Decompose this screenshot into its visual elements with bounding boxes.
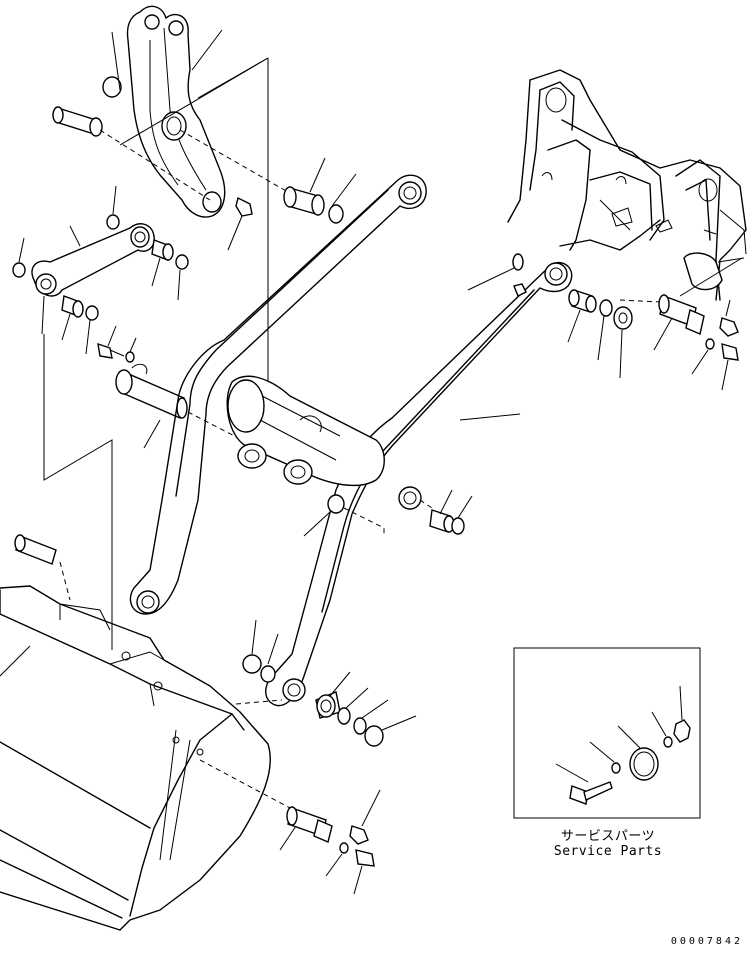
washer [663, 736, 673, 748]
boom-right-arm [265, 261, 573, 707]
plug [364, 725, 384, 747]
pin [658, 294, 705, 335]
bolt [353, 849, 375, 895]
o-ring [102, 76, 122, 98]
link [31, 223, 155, 297]
boom-cross-tube [226, 375, 385, 487]
plug [242, 654, 262, 674]
grease-fitting [719, 299, 739, 337]
grease-fitting [349, 789, 381, 845]
bucket [0, 585, 271, 931]
o-ring [599, 299, 613, 317]
boom-left-arm [129, 174, 427, 615]
grease-fitting [227, 196, 253, 251]
service-parts-label-jp: サービスパーツ [560, 829, 656, 844]
bolt [555, 763, 613, 805]
pin [683, 252, 745, 291]
o-ring [327, 494, 345, 514]
o-ring [512, 253, 524, 271]
o-ring [353, 717, 367, 735]
bushing [429, 509, 455, 533]
o-ring [175, 254, 189, 270]
shim [613, 306, 633, 330]
retaining-ring [617, 725, 659, 781]
service-parts-box [513, 647, 701, 819]
bolt [97, 325, 125, 359]
pin [286, 806, 333, 843]
washer [339, 842, 349, 854]
bolt [721, 343, 739, 391]
bushing [283, 186, 325, 216]
grease-fitting [513, 283, 527, 297]
bushing [568, 289, 597, 313]
bushing [61, 295, 84, 318]
o-ring [451, 517, 465, 535]
o-ring [337, 707, 351, 725]
o-ring [85, 305, 99, 321]
washer [705, 338, 715, 350]
o-ring [12, 262, 26, 278]
service-parts-label-en: Service Parts [553, 844, 663, 859]
washer [611, 762, 621, 774]
pin [52, 106, 103, 137]
o-ring [260, 665, 276, 683]
o-ring [328, 204, 344, 224]
bushing [315, 691, 341, 719]
washer [125, 351, 135, 363]
o-ring [106, 214, 120, 230]
nut [673, 685, 691, 743]
bushing [151, 239, 174, 261]
drawing-number: 00007842 [670, 936, 743, 947]
main-pin [115, 363, 188, 419]
pin [14, 534, 57, 565]
